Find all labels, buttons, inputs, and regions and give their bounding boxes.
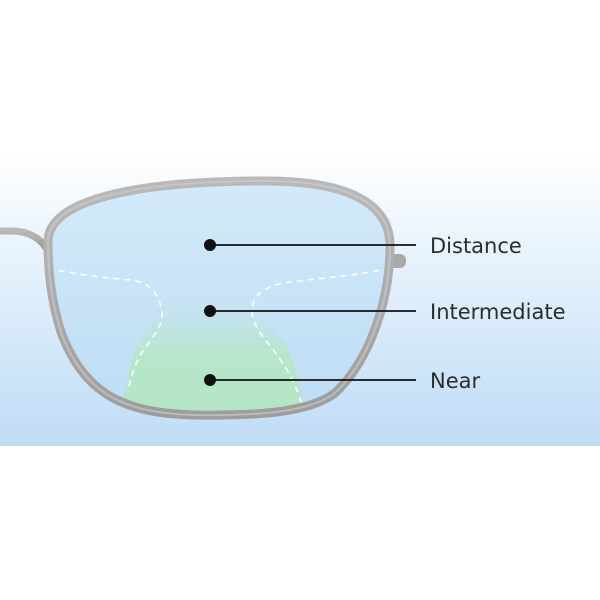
frame-highlight (46, 179, 392, 417)
zone-callout-near: Near (204, 369, 480, 393)
distance-label: Distance (430, 234, 522, 258)
left-zone-boundary (48, 267, 163, 393)
intermediate-label: Intermediate (430, 300, 566, 324)
zone-callout-intermediate: Intermediate (204, 300, 566, 324)
near-label: Near (430, 369, 480, 393)
right-zone-boundary (251, 267, 390, 406)
lens (48, 181, 390, 416)
near-zone (120, 300, 305, 416)
zone-callout-distance: Distance (204, 234, 522, 258)
